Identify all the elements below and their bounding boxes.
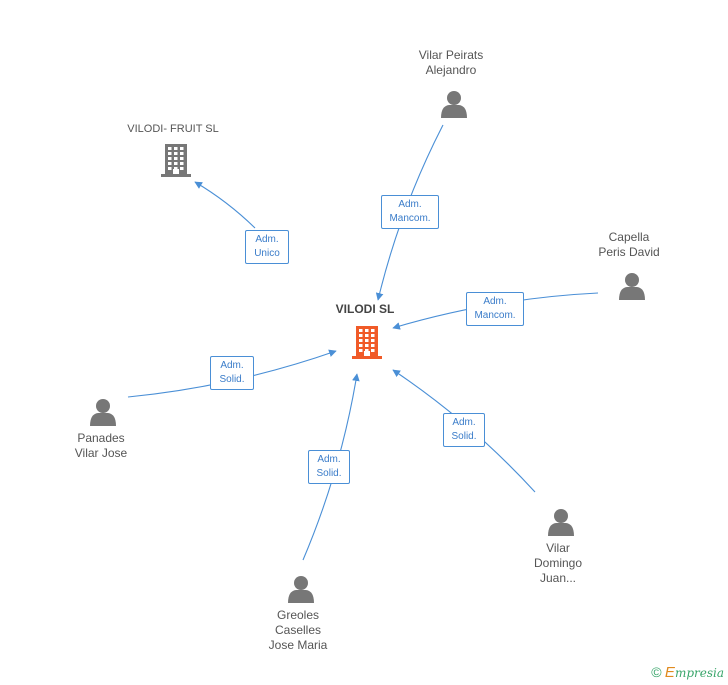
person-name-panades-vilar[interactable]: Panades Vilar Jose — [74, 431, 128, 460]
person-icon-panades-vilar — [90, 399, 116, 426]
brand-logo-initial: E — [664, 664, 675, 681]
person-name-vilar-domingo[interactable]: Vilar Domingo Juan... — [533, 541, 583, 585]
person-name-greoles-caselles[interactable]: Greoles Caselles Jose Maria — [268, 608, 328, 652]
person-icon-capella-peris — [619, 273, 645, 300]
edge-company — [194, 181, 256, 229]
copyright-icon: © — [651, 664, 662, 680]
company-name[interactable]: VILODI- FRUIT SL — [127, 123, 219, 135]
brand-logo-text: mpresia — [674, 666, 724, 680]
footer-brand: © Empresia — [651, 664, 724, 681]
role-badge-vilar-domingo: Adm. Solid. — [443, 413, 485, 447]
person-icon-vilar-domingo — [548, 509, 574, 536]
person-icon-vilar-peirats — [441, 91, 467, 118]
person-icon-greoles-caselles — [288, 576, 314, 603]
person-name-capella-peris[interactable]: Capella Peris David — [598, 230, 660, 259]
role-badge-vilar-peirats: Adm. Mancom. — [381, 195, 439, 229]
person-name-vilar-peirats[interactable]: Vilar Peirats Alejandro — [418, 48, 484, 77]
company-building-icon — [161, 144, 191, 177]
center-company-name[interactable]: VILODI SL — [335, 302, 395, 316]
center-building-icon — [352, 326, 382, 359]
role-badge-capella-peris: Adm. Mancom. — [466, 292, 524, 326]
role-badge-panades-vilar: Adm. Solid. — [210, 356, 254, 390]
role-badge-company: Adm. Unico — [245, 230, 289, 264]
role-badge-greoles-caselles: Adm. Solid. — [308, 450, 350, 484]
